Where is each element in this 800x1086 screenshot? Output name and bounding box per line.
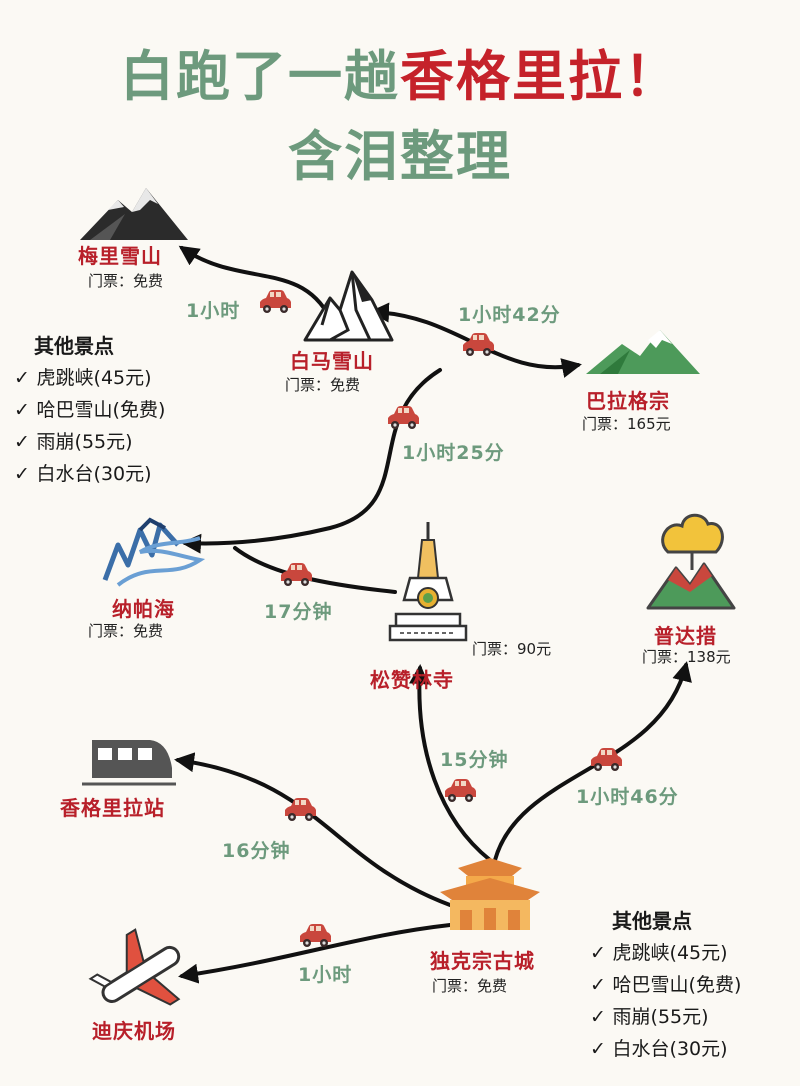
spot-ticket-songzanlin: 门票：90元 [472, 640, 552, 658]
other-spot-item: 白水台(30元) [590, 1033, 741, 1065]
spot-name-songzanlin: 松赞林寺 [370, 668, 454, 692]
car-icon [445, 779, 476, 802]
duration-baima-meili: 1小时 [186, 300, 241, 322]
duration-baima-napahai: 1小时25分 [402, 442, 505, 464]
other-spots-left: 其他景点 虎跳峡(45元) 哈巴雪山(免费) 雨崩(55元) 白水台(30元) [14, 330, 165, 490]
route-gucheng-station [174, 752, 452, 907]
duration-songzanlin-napahai: 17分钟 [264, 601, 333, 623]
spot-ticket-meili: 门票：免费 [88, 272, 164, 290]
rocky-mountain-icon [303, 270, 394, 342]
car-icon [281, 563, 312, 586]
duration-gucheng-songzanlin: 15分钟 [440, 749, 509, 771]
forest-mountain-icon [646, 513, 736, 610]
route-gucheng-airport [178, 923, 452, 984]
other-spot-item: 哈巴雪山(免费) [14, 394, 166, 426]
car-icon [300, 924, 331, 947]
ancient-gate-icon [440, 858, 540, 930]
airplane-icon [88, 928, 181, 1006]
duration-gucheng-airport: 1小时 [298, 964, 353, 986]
route-baima-meili [178, 245, 332, 320]
car-icon [388, 406, 419, 429]
spot-name-napahai: 纳帕海 [112, 597, 175, 621]
spot-name-meili: 梅里雪山 [78, 244, 162, 268]
spot-name-baima: 白马雪山 [290, 349, 374, 373]
other-spots-heading: 其他景点 [612, 909, 692, 933]
car-icon [463, 333, 494, 356]
spot-name-airport: 迪庆机场 [92, 1019, 176, 1043]
other-spot-item: 哈巴雪山(免费) [590, 969, 742, 1001]
lake-icon [102, 517, 206, 587]
other-spot-item: 虎跳峡(45元) [590, 937, 741, 969]
spot-ticket-pudacuo: 门票：138元 [642, 648, 731, 666]
spot-ticket-napahai: 门票：免费 [88, 622, 164, 640]
duration-gucheng-station: 16分钟 [222, 840, 291, 862]
other-spot-item: 白水台(30元) [14, 458, 165, 490]
other-spot-item: 虎跳峡(45元) [14, 362, 165, 394]
car-icon [260, 290, 291, 313]
spot-ticket-gucheng: 门票：免费 [432, 977, 508, 995]
duration-baima-balagezong: 1小时42分 [458, 304, 561, 326]
other-spots-heading: 其他景点 [34, 334, 114, 358]
spot-name-pudacuo: 普达措 [654, 624, 717, 648]
spot-name-gucheng: 独克宗古城 [430, 949, 535, 973]
route-gucheng-songzanlin [409, 664, 492, 862]
other-spot-item: 雨崩(55元) [14, 426, 165, 458]
duration-gucheng-pudacuo: 1小时46分 [576, 786, 679, 808]
title-part-b: 香格里拉！ [400, 45, 680, 108]
route-gucheng-pudacuo [493, 661, 692, 862]
other-spots-right: 其他景点 虎跳峡(45元) 哈巴雪山(免费) 雨崩(55元) 白水台(30元) [590, 905, 741, 1065]
spot-ticket-baima: 门票：免费 [285, 376, 361, 394]
spot-name-station: 香格里拉站 [60, 796, 165, 820]
route-songzanlin-napahai [233, 546, 397, 594]
title-part-a: 白跑了一趟 [120, 45, 400, 108]
green-mountain-icon [586, 330, 700, 374]
other-spot-item: 雨崩(55元) [590, 1001, 741, 1033]
stupa-icon [388, 522, 468, 642]
spot-name-balagezong: 巴拉格宗 [586, 389, 670, 413]
title-line-2: 含泪整理 [288, 125, 512, 188]
spot-ticket-balagezong: 门票：165元 [582, 415, 671, 433]
snow-mountain-icon [80, 188, 188, 240]
train-icon [82, 740, 176, 786]
title-line-1: 白跑了一趟香格里拉！ [0, 32, 800, 111]
